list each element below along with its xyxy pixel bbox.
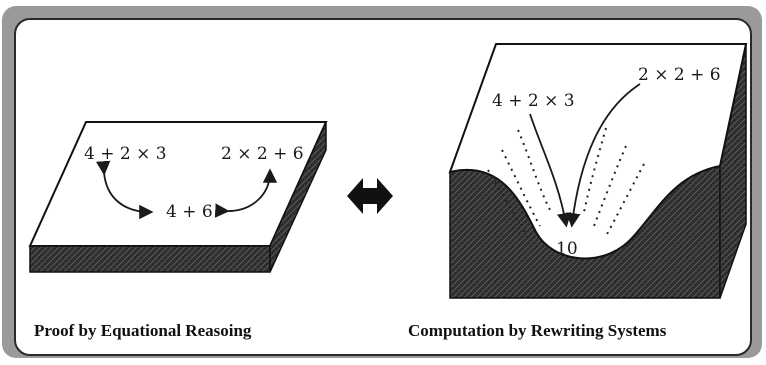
valley-dotted-contours [487, 127, 645, 239]
right-caption: Computation by Rewriting Systems [408, 321, 667, 340]
left-expr-a: 4 + 2 × 3 [84, 144, 167, 164]
right-result: 10 [556, 239, 578, 259]
right-expr-b: 2 × 2 + 6 [638, 65, 721, 85]
left-expr-b: 2 × 2 + 6 [221, 144, 304, 164]
rewrite-path-a [529, 113, 572, 228]
slab-front-face [29, 245, 271, 273]
left-curved-arrow-1 [95, 160, 154, 220]
slab-side-face [269, 121, 327, 273]
rewrite-path-b [566, 83, 641, 228]
left-expr-c: 4 + 6 [166, 202, 213, 222]
valley-block [448, 43, 748, 299]
left-caption: Proof by Equational Reasoing [34, 321, 252, 340]
equivalence-arrow-icon [347, 178, 393, 214]
left-curved-arrow-2 [214, 168, 278, 218]
right-expr-a: 4 + 2 × 3 [492, 91, 575, 111]
valley-top-surface [448, 43, 748, 260]
